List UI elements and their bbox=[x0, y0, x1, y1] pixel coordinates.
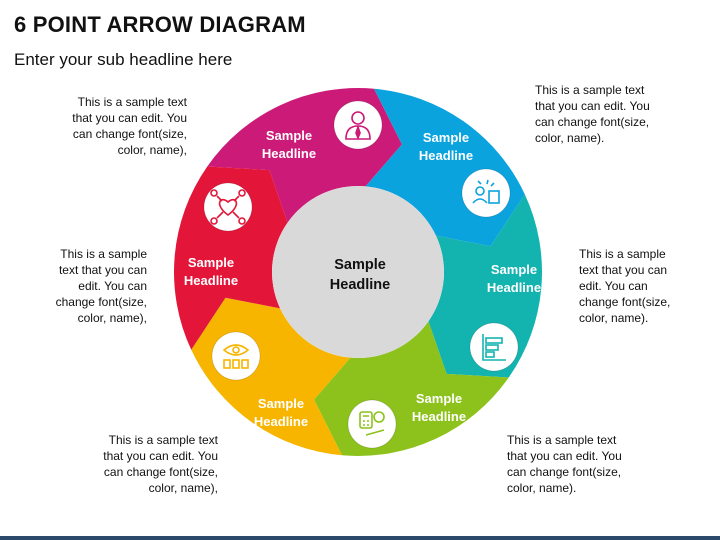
vision-checklist-icon bbox=[211, 331, 261, 381]
heart-network-icon bbox=[203, 182, 253, 232]
bar-chart-icon bbox=[469, 322, 519, 372]
page-title: 6 POINT ARROW DIAGRAM bbox=[14, 12, 306, 37]
footer-bar bbox=[0, 536, 720, 540]
page-subtitle: Enter your sub headline here bbox=[14, 50, 233, 69]
arrow-segment-3 bbox=[428, 194, 542, 378]
calculator-coin-icon bbox=[347, 399, 397, 449]
arrow-segment-6 bbox=[174, 166, 288, 350]
center-circle bbox=[272, 186, 444, 358]
team-idea-icon bbox=[461, 168, 511, 218]
businessman-icon bbox=[333, 100, 383, 150]
